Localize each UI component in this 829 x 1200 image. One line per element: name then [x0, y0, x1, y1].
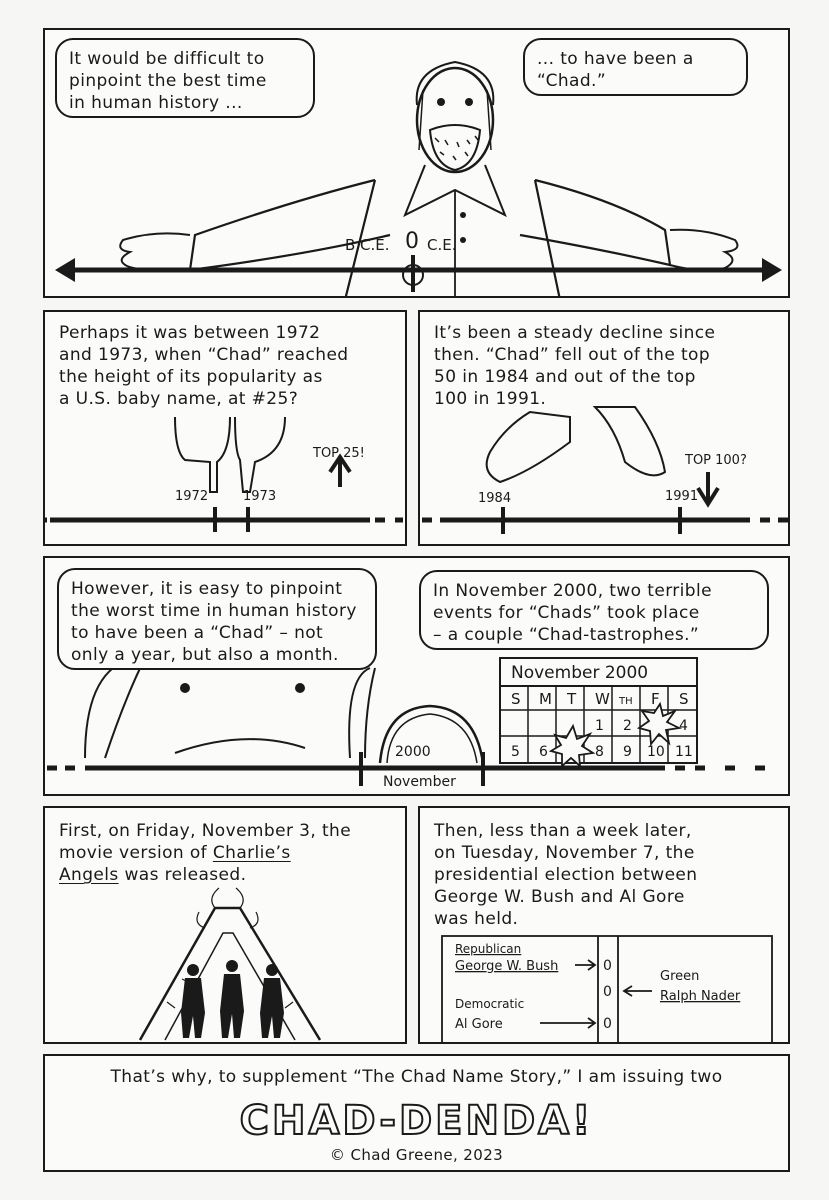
- ballot-dem-party: Democratic: [455, 997, 524, 1011]
- chad-denda-title: CHAD-DENDA!: [239, 1097, 594, 1145]
- calendar-day-header: F: [651, 690, 660, 708]
- speech-bubble-worst-time: However, it is easy to pinpoint the wors…: [57, 568, 377, 670]
- pointing-hands-drawing: TOP 25! 1972 1973: [45, 416, 403, 532]
- panel5-text-after: was released.: [118, 865, 247, 885]
- speech-bubble-chadtastrophes: In November 2000, two terrible events fo…: [419, 570, 769, 650]
- calendar-date-cell: 6: [539, 744, 548, 760]
- panel-timeline-history: B.C.E. 0 C.E. It would be difficult to p…: [43, 28, 790, 298]
- label-top25: TOP 25!: [312, 446, 365, 461]
- panel5-text-before: First, on Friday, November 3, the movie …: [59, 821, 352, 863]
- calendar-date-cell: 9: [623, 744, 632, 760]
- dropping-hands-drawing: TOP 100? 1984 1991: [422, 406, 788, 534]
- explosion-star-nov7: [548, 723, 596, 769]
- calendar-date-cell: 8: [595, 744, 604, 760]
- panel-footer: That’s why, to supplement “The Chad Name…: [43, 1054, 790, 1172]
- ballot-rep-party: Republican: [455, 942, 521, 956]
- angels-silhouettes-drawing: [138, 887, 322, 1041]
- calendar-title: November 2000: [511, 663, 648, 683]
- ballot-dem-name: Al Gore: [455, 1017, 503, 1032]
- explosion-star-nov3: [636, 701, 682, 747]
- year-1984: 1984: [478, 491, 511, 506]
- calendar-day-header: S: [679, 690, 689, 708]
- panel5-caption: First, on Friday, November 3, the movie …: [59, 820, 399, 886]
- panel6-caption: Then, less than a week later, on Tuesday…: [434, 821, 698, 929]
- man-arms-outstretched-drawing: B.C.E. 0 C.E.: [55, 60, 782, 296]
- panel3-caption: It’s been a steady decline since then. “…: [434, 323, 716, 409]
- panel-decline: It’s been a steady decline since then. “…: [418, 310, 790, 546]
- calendar-day-header: TH: [618, 696, 633, 707]
- label-2000: 2000: [395, 744, 431, 760]
- panel-charlies-angels: First, on Friday, November 3, the movie …: [43, 806, 407, 1044]
- label-zero: 0: [405, 229, 419, 254]
- ballot-green-party: Green: [660, 969, 699, 984]
- ballot-mark-1: 0: [603, 958, 612, 974]
- copyright-credit: © Chad Greene, 2023: [329, 1146, 504, 1164]
- ballot-rep-name: George W. Bush: [455, 959, 558, 974]
- label-ce: C.E.: [427, 236, 457, 254]
- calendar-date-cell: 10: [647, 744, 665, 760]
- calendar-date-cell: 4: [679, 718, 688, 734]
- label-bce: B.C.E.: [345, 236, 390, 254]
- ballot-mark-3: 0: [603, 1016, 612, 1032]
- footer-text: That’s why, to supplement “The Chad Name…: [110, 1067, 723, 1087]
- ballot-green-name: Ralph Nader: [660, 989, 741, 1004]
- label-november: November: [383, 774, 456, 790]
- ballot-mark-2: 0: [603, 984, 612, 1000]
- year-1991: 1991: [665, 489, 698, 504]
- panel-election: Then, less than a week later, on Tuesday…: [418, 806, 790, 1044]
- calendar-day-header: M: [539, 690, 552, 708]
- calendar-day-header: W: [595, 690, 610, 708]
- movie-title-word1: Charlie’s: [212, 843, 291, 863]
- calendar-date-cell: 2: [623, 718, 632, 734]
- face-and-calendar-drawing: 2000 November November 2000 SMTWTHFS1234…: [47, 657, 765, 790]
- movie-title-word2: Angels: [59, 865, 119, 885]
- calendar-date-cell: 5: [511, 744, 520, 760]
- calendar-date-cell: 11: [675, 744, 693, 760]
- year-1972: 1972: [175, 489, 208, 504]
- ballot-drawing: Republican George W. Bush Democratic Al …: [441, 935, 773, 1042]
- calendar-day-header: S: [511, 690, 521, 708]
- panel2-caption: Perhaps it was between 1972 and 1973, wh…: [59, 323, 349, 409]
- label-top100: TOP 100?: [684, 453, 747, 468]
- speech-bubble-left: It would be difficult to pinpoint the be…: [55, 38, 315, 118]
- panel-peak-popularity: Perhaps it was between 1972 and 1973, wh…: [43, 310, 407, 546]
- calendar-date-cell: 1: [595, 718, 604, 734]
- panel-worst-time: 2000 November November 2000 SMTWTHFS1234…: [43, 556, 790, 796]
- year-1973: 1973: [243, 489, 276, 504]
- speech-bubble-right: ... to have been a “Chad.”: [523, 38, 748, 96]
- calendar-day-header: T: [566, 690, 577, 708]
